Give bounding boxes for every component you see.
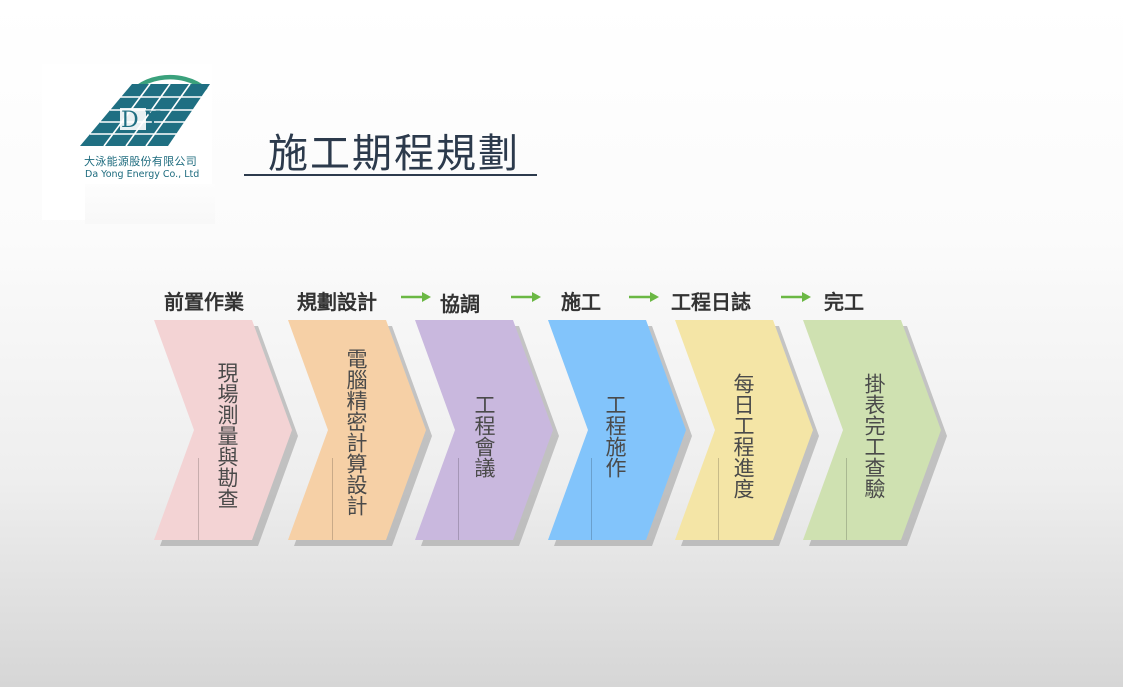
chevron-step-2 bbox=[288, 320, 432, 546]
logo-company-en: Da Yong Energy Co., Ltd bbox=[85, 169, 200, 180]
step-label-1: 前置作業 bbox=[164, 290, 244, 314]
divider-line bbox=[718, 458, 719, 540]
chevron-step-3-shape bbox=[415, 320, 553, 540]
logo-mark-icon: D Y bbox=[80, 74, 210, 147]
chevron-step-4 bbox=[548, 320, 692, 546]
chevron-step-5 bbox=[675, 320, 819, 546]
step-label-4: 施工 bbox=[561, 290, 601, 314]
step-label-5: 工程日誌 bbox=[671, 290, 751, 314]
step-label-6: 完工 bbox=[824, 290, 864, 314]
company-logo: D Y 大泳能源股份有限公司 Da Yong Energy Co., Ltd bbox=[42, 64, 212, 220]
chevron-step-4-shape bbox=[548, 320, 686, 540]
divider-line bbox=[846, 458, 847, 540]
chevron-step-3 bbox=[415, 320, 559, 546]
divider-line bbox=[198, 458, 199, 540]
arrow-right-icon bbox=[629, 292, 659, 302]
page-title-text: 施工期程規劃 bbox=[268, 131, 520, 177]
chevron-step-1 bbox=[154, 320, 298, 546]
chevron-step-2-shape bbox=[288, 320, 426, 540]
step-content-3: 工程會議 bbox=[472, 394, 496, 478]
arrow-right-icon bbox=[511, 292, 541, 302]
arrow-right-icon bbox=[401, 292, 431, 302]
step-label-3: 協調 bbox=[440, 292, 480, 316]
divider-line bbox=[591, 458, 592, 540]
logo-company-cn: 大泳能源股份有限公司 bbox=[84, 155, 197, 168]
step-content-2: 電腦精密計算設計 bbox=[344, 348, 368, 516]
chevron-step-6-shape bbox=[803, 320, 941, 540]
step-label-2: 規劃設計 bbox=[297, 290, 377, 314]
step-content-5: 每日工程進度 bbox=[731, 373, 755, 499]
arrow-right-icon bbox=[781, 292, 811, 302]
chevron-step-6 bbox=[803, 320, 947, 546]
chevron-step-5-shape bbox=[675, 320, 813, 540]
page-title: 施工期程規劃 bbox=[244, 118, 537, 177]
step-content-6: 掛表完工查驗 bbox=[862, 373, 886, 499]
divider-line bbox=[458, 458, 459, 540]
step-content-4: 工程施作 bbox=[603, 394, 627, 478]
logo-letters: D Y bbox=[121, 108, 161, 133]
chevron-step-1-shape bbox=[154, 320, 292, 540]
step-content-1: 現場測量與勘查 bbox=[215, 361, 239, 509]
divider-line bbox=[332, 458, 333, 540]
